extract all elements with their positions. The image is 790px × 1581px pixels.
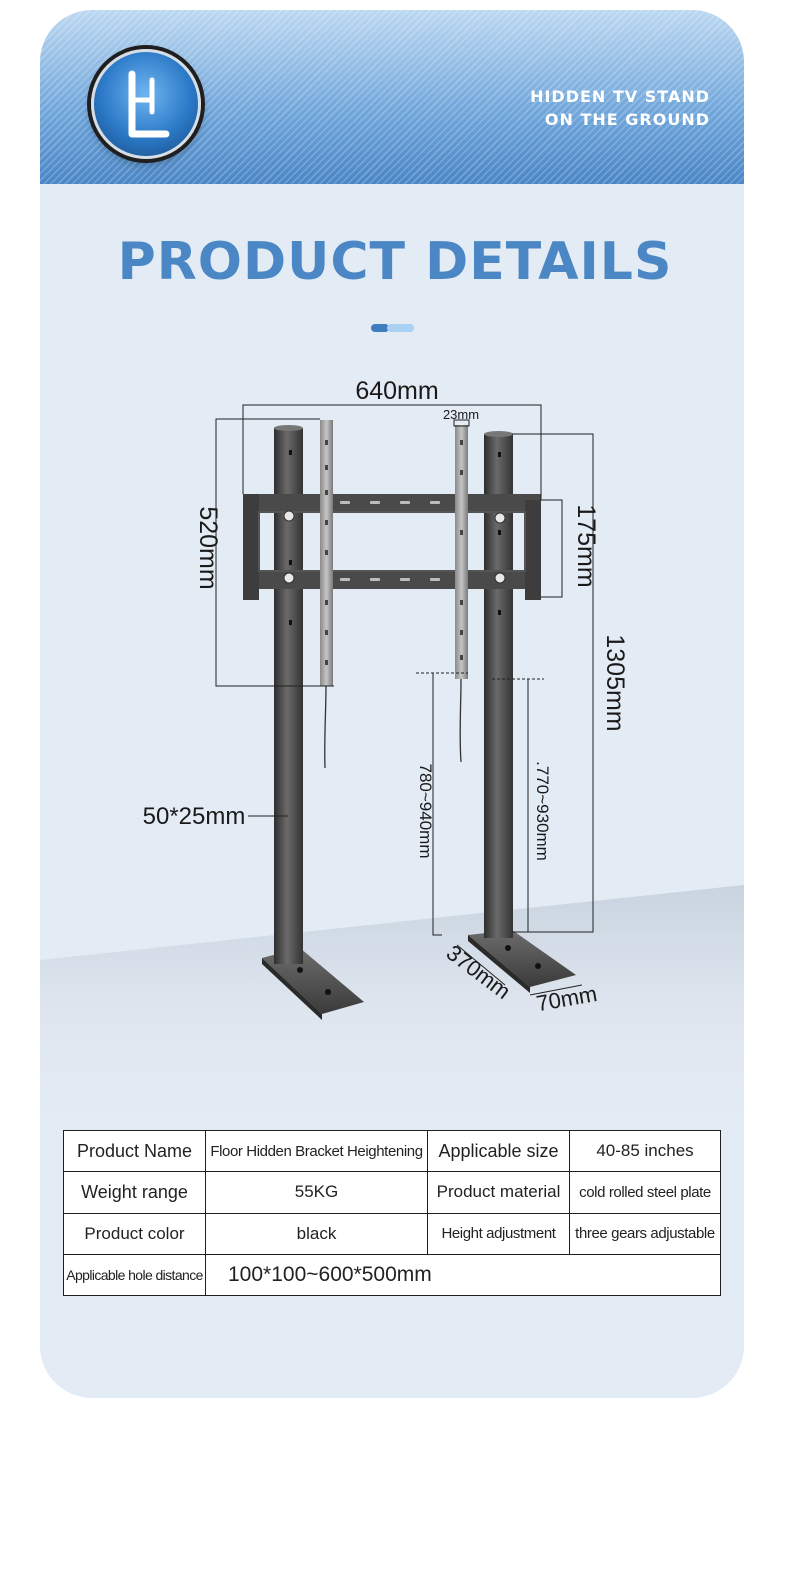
banner-line-2: ON THE GROUND — [544, 110, 710, 129]
table-row: Applicable hole distance 100*100~600*500… — [63, 1253, 721, 1297]
width-dimension-label: 640mm — [355, 377, 438, 405]
spec-label-height-adjustment: Height adjustment — [427, 1212, 570, 1255]
spec-value-weight-range: 55KG — [205, 1171, 428, 1214]
table-row: Product color black Height adjustment th… — [63, 1212, 721, 1255]
spec-value-product-name: Floor Hidden Bracket Heightening — [205, 1129, 428, 1173]
spec-value-applicable-size: 40-85 inches — [569, 1129, 721, 1173]
indicator-dot — [387, 324, 414, 332]
spec-value-hole-distance: 100*100~600*500mm — [205, 1253, 721, 1297]
vesa-height-dimension-label: 520mm — [194, 506, 222, 589]
base-width-dimension-label: 70mm — [534, 981, 599, 1016]
spec-label-product-name: Product Name — [63, 1129, 206, 1173]
right-base — [468, 930, 576, 993]
adjust-right-dimension-label: .770~930mm — [533, 761, 552, 861]
adjust-left-dimension-label: 780~940mm — [416, 764, 435, 859]
spec-value-product-material: cold rolled steel plate — [569, 1171, 721, 1214]
spec-table: Product Name Floor Hidden Bracket Height… — [63, 1129, 721, 1297]
spec-value-product-color: black — [205, 1212, 428, 1255]
pole-dimension-label: 50*25mm — [143, 803, 246, 830]
spec-label-product-material: Product material — [427, 1171, 570, 1214]
dimension-lines — [215, 404, 594, 996]
indicator-dot-active — [371, 324, 389, 332]
page-title: PRODUCT DETAILS — [117, 232, 673, 292]
stand-logo-icon — [91, 49, 201, 159]
table-row: Weight range 55KG Product material cold … — [63, 1171, 721, 1214]
bracket-height-dimension-label: 175mm — [572, 504, 600, 587]
header-banner: HIDDEN TV STAND ON THE GROUND — [40, 10, 744, 184]
spec-label-hole-distance: Applicable hole distance — [63, 1253, 206, 1297]
spec-label-weight-range: Weight range — [63, 1171, 206, 1214]
spec-label-product-color: Product color — [63, 1212, 206, 1255]
spec-value-height-adjustment: three gears adjustable — [569, 1212, 721, 1255]
left-base — [262, 948, 364, 1020]
table-row: Product Name Floor Hidden Bracket Height… — [63, 1129, 721, 1173]
spec-label-applicable-size: Applicable size — [427, 1129, 570, 1173]
total-height-dimension-label: 1305mm — [601, 634, 629, 731]
stand-diagram: 640mm 23mm 520mm 175mm 1305mm 50*25mm 78… — [143, 377, 629, 1020]
banner-line-1: HIDDEN TV STAND — [530, 87, 710, 106]
section-indicator — [371, 324, 414, 332]
right-rail — [455, 425, 468, 763]
left-rail — [320, 420, 333, 769]
rail-dimension-label: 23mm — [443, 407, 479, 422]
